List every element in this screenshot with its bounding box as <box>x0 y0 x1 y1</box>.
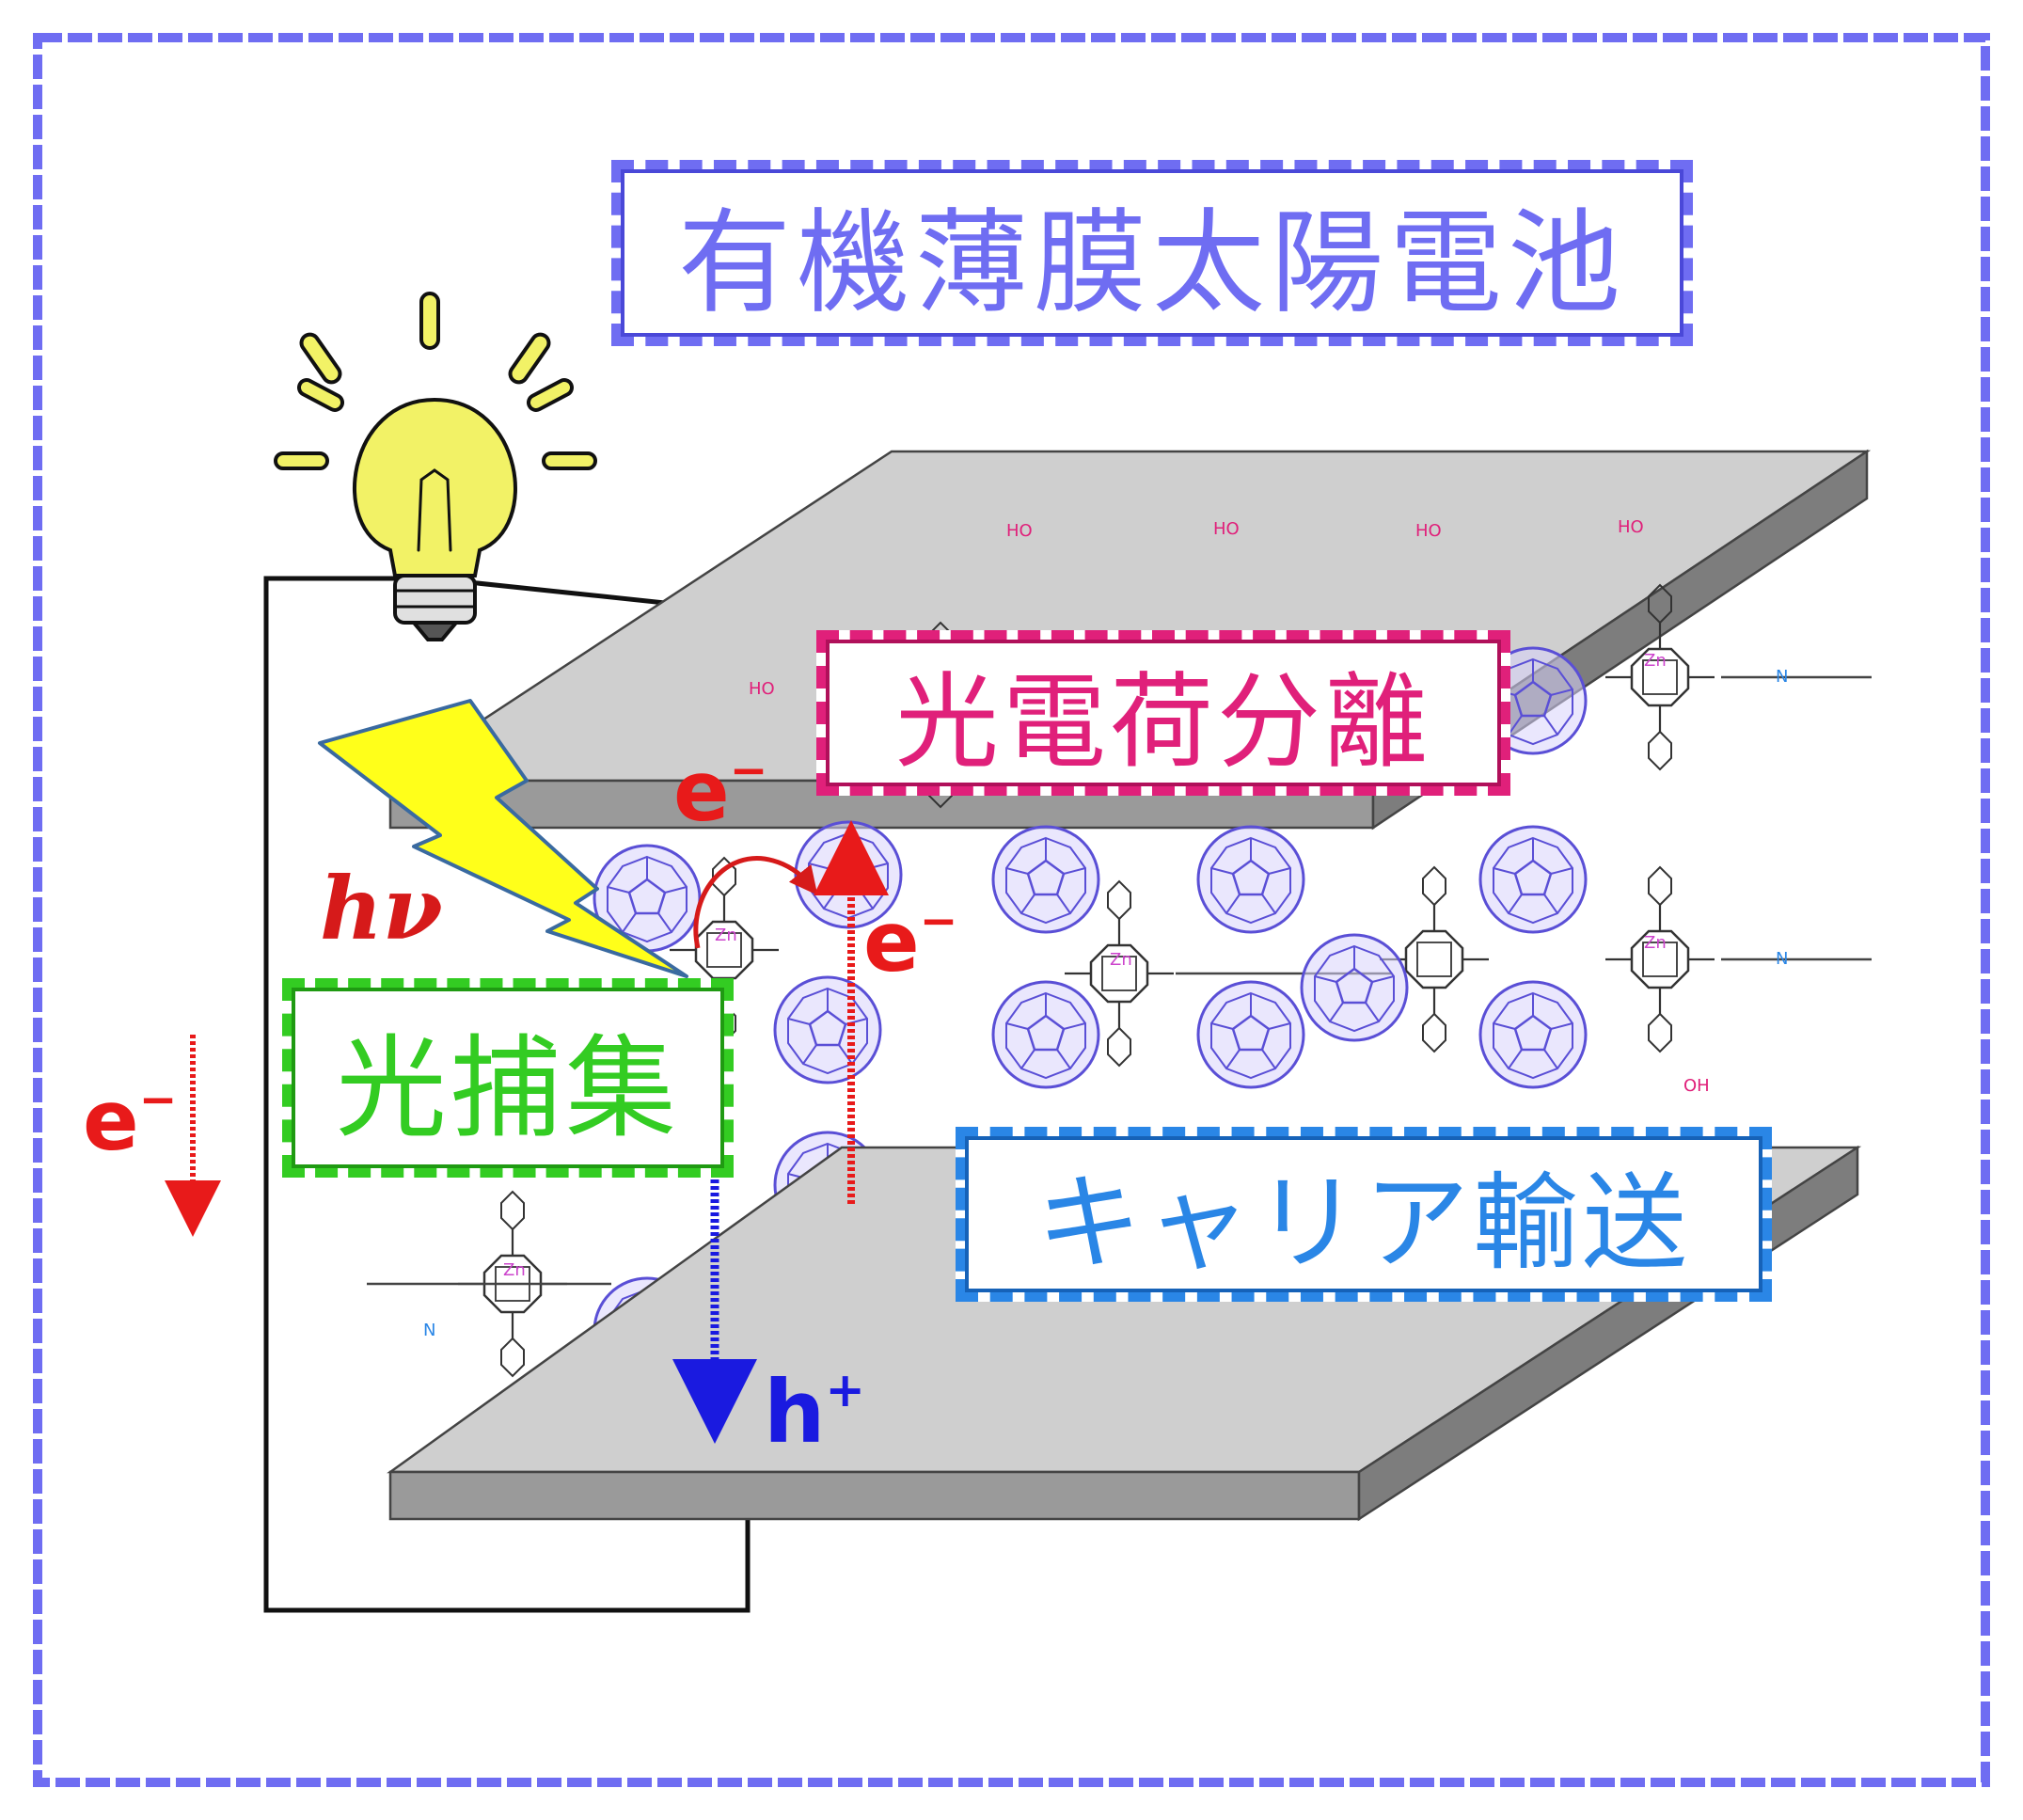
svg-text:N: N <box>1776 949 1788 969</box>
carrier-transport-label: キャリア輸送 <box>1036 1163 1691 1285</box>
hole-label: h+ <box>764 1362 865 1463</box>
svg-text:HO: HO <box>1415 521 1442 541</box>
svg-text:N: N <box>423 1321 435 1340</box>
carrier-transport-box: キャリア輸送 <box>956 1127 1772 1302</box>
svg-text:Zn: Zn <box>1110 950 1132 970</box>
light-harvesting-label: 光捕集 <box>335 1022 680 1153</box>
molecular-layer: HO HO HO HO HO HO Zn Zn Zn Zn Zn Zn OH O… <box>367 517 1872 1425</box>
page-title: 有機薄膜太陽電池 <box>678 198 1626 329</box>
svg-text:HO: HO <box>1618 517 1644 537</box>
electron-label-middle: e− <box>863 894 958 990</box>
title-box: 有機薄膜太陽電池 <box>611 160 1693 346</box>
light-bulb-icon <box>274 292 597 641</box>
svg-text:OH: OH <box>1683 1076 1710 1096</box>
svg-text:Zn: Zn <box>1644 933 1667 953</box>
electron-label-top: e− <box>673 743 768 840</box>
svg-text:HO: HO <box>1006 521 1033 541</box>
svg-text:Zn: Zn <box>1644 651 1667 671</box>
charge-separation-box: 光電荷分離 <box>816 630 1510 796</box>
light-harvesting-box: 光捕集 <box>282 978 734 1178</box>
charge-separation-label: 光電荷分離 <box>895 662 1431 783</box>
svg-text:Zn: Zn <box>715 926 737 945</box>
outer-frame <box>33 33 1990 1787</box>
svg-text:HO: HO <box>1213 519 1240 539</box>
photon-label: hν <box>320 858 443 959</box>
svg-text:HO: HO <box>749 679 775 699</box>
svg-text:Zn: Zn <box>503 1260 526 1280</box>
electron-arc-arrow <box>693 856 818 949</box>
svg-text:N: N <box>1776 667 1788 687</box>
lightning-bolt-icon <box>318 699 688 978</box>
electron-label-external: e− <box>83 1072 178 1169</box>
